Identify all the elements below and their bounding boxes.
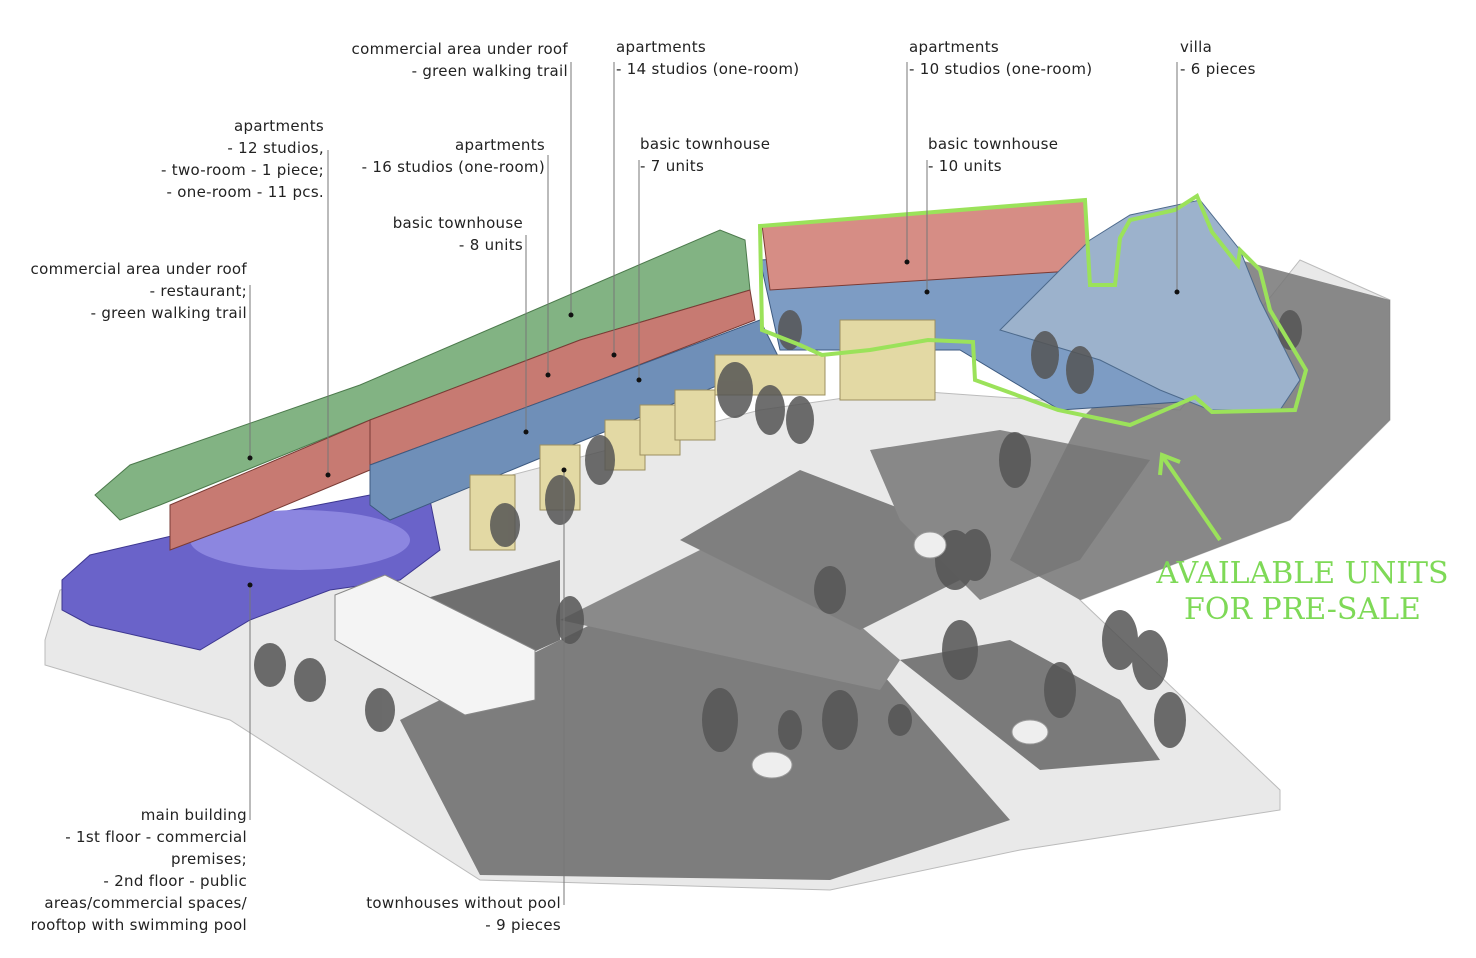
label-line: - restaurant; — [149, 282, 247, 300]
leader-lines — [249, 62, 1178, 905]
label-title: apartments — [909, 38, 999, 56]
townhouses-yellow — [469, 319, 936, 551]
label-line: - 1st floor - commercial — [65, 828, 247, 846]
available-units-callout: AVAILABLE UNITS FOR PRE-SALE — [1150, 556, 1455, 628]
label-apartments-12: apartments - 12 studios, - two-room - 1 … — [161, 115, 324, 203]
label-line: premises; — [171, 850, 247, 868]
leader-dots — [247, 259, 1180, 588]
rooftop-pool — [190, 510, 410, 570]
label-line: - 8 units — [458, 236, 523, 254]
egg-sculpture — [1011, 719, 1049, 745]
label-line: - one-room - 11 pcs. — [166, 183, 324, 201]
callout-line-1: AVAILABLE UNITS — [1156, 556, 1449, 591]
label-line: - two-room - 1 piece; — [160, 161, 324, 179]
ground-lawn-2 — [560, 540, 900, 690]
label-line: - 16 studios (one-room) — [361, 158, 545, 176]
label-title: basic townhouse — [640, 135, 771, 153]
label-title: townhouses without pool — [366, 894, 561, 912]
label-line: - green walking trail — [411, 62, 568, 80]
label-line: - 6 pieces — [1180, 60, 1256, 78]
label-line: rooftop with swimming pool — [30, 916, 247, 934]
label-title: basic townhouse — [392, 214, 523, 232]
label-villa: villa - 6 pieces — [1180, 36, 1256, 80]
available-units-outline[interactable] — [757, 193, 1309, 428]
label-line: - green walking trail — [90, 304, 247, 322]
label-townhouses-no-pool: townhouses without pool - 9 pieces — [366, 892, 561, 936]
label-line: - 2nd floor - public — [103, 872, 247, 890]
label-line: - 9 pieces — [485, 916, 561, 934]
red-apartments-west — [169, 419, 371, 551]
label-townhouse-8: basic townhouse - 8 units — [393, 212, 523, 256]
callout-arrow — [1158, 452, 1222, 542]
label-title: apartments — [234, 117, 324, 135]
townhouses-white — [334, 574, 536, 716]
label-apartments-14: apartments - 14 studios (one-room) — [616, 36, 799, 80]
label-line: - 10 studios (one-room) — [909, 60, 1093, 78]
label-title: commercial area under roof — [351, 40, 568, 58]
label-apartments-10: apartments - 10 studios (one-room) — [909, 36, 1092, 80]
label-townhouse-7: basic townhouse - 7 units — [640, 133, 770, 177]
label-title: main building — [140, 806, 247, 824]
label-line: - 10 units — [928, 157, 1002, 175]
label-line: areas/commercial spaces/ — [44, 894, 247, 912]
egg-sculpture — [913, 531, 947, 559]
label-townhouse-10: basic townhouse - 10 units — [928, 133, 1058, 177]
label-commercial-trail: commercial area under roof - green walki… — [352, 38, 568, 82]
label-title: commercial area under roof — [30, 260, 247, 278]
label-apartments-16: apartments - 16 studios (one-room) — [362, 134, 545, 178]
label-commercial-restaurant: commercial area under roof - restaurant;… — [31, 258, 247, 324]
label-line: - 12 studios, — [227, 139, 324, 157]
callout-line-2: FOR PRE-SALE — [1184, 592, 1421, 627]
label-title: basic townhouse — [928, 135, 1059, 153]
label-line: - 14 studios (one-room) — [616, 60, 800, 78]
ground-lawn-3 — [680, 470, 960, 630]
label-title: apartments — [616, 38, 706, 56]
label-title: villa — [1180, 38, 1213, 56]
label-title: apartments — [455, 136, 545, 154]
egg-sculpture — [751, 751, 793, 779]
label-main-building: main building - 1st floor - commercial p… — [31, 804, 247, 936]
label-line: - 7 units — [640, 157, 705, 175]
